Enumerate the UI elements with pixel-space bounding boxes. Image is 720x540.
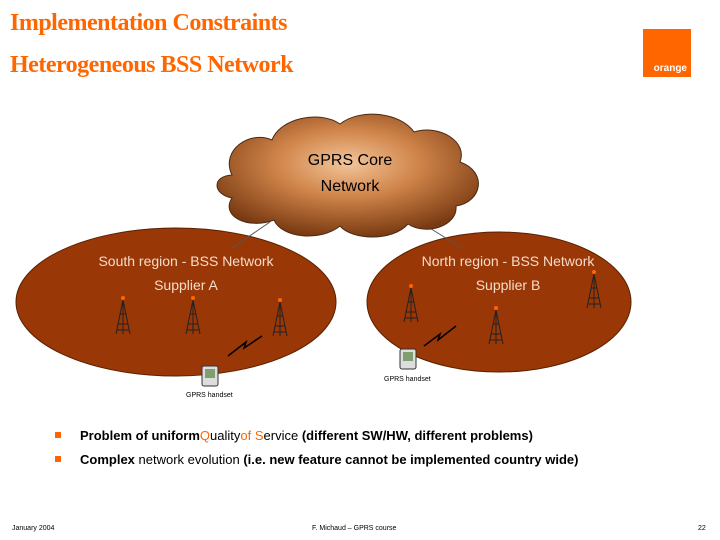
bullet-text: (i.e. new feature cannot be implemented … <box>239 451 579 467</box>
bts-antenna-icon <box>272 298 288 337</box>
bullet-text: Q <box>199 427 211 443</box>
radio-link-icon <box>423 325 457 347</box>
bts-antenna-icon <box>185 296 201 335</box>
core-network-cloud <box>216 113 479 238</box>
core-label-line2: Network <box>320 178 380 195</box>
south-label-line2: Supplier A <box>154 277 218 293</box>
footer-date: January 2004 <box>12 525 55 532</box>
bullet-text: S <box>254 427 264 443</box>
core-south-link <box>231 221 271 249</box>
bullet-text: ervice <box>263 427 299 443</box>
bullet-marker <box>55 432 61 438</box>
core-network-label: GPRS Core Network <box>260 148 440 200</box>
bullet-text: (different SW/HW, different problems) <box>298 427 533 443</box>
bullet-text: Problem of uniform <box>80 427 200 443</box>
bullet-text: of <box>240 427 252 443</box>
bullet-text: network <box>134 451 188 467</box>
footer-author: F. Michaud – GPRS course <box>312 525 397 532</box>
core-label-line1: GPRS Core <box>307 152 393 169</box>
page-number: 22 <box>698 525 706 532</box>
bullet-item: Complex network evolution (i.e. new feat… <box>55 450 578 468</box>
north-label-line1: North region - BSS Network <box>421 253 595 269</box>
gprs-handset-icon <box>399 348 417 370</box>
bullet-text: uality <box>210 427 241 443</box>
page-subtitle: Heterogeneous BSS Network <box>10 52 294 78</box>
bullet-marker <box>55 456 61 462</box>
north-region-ellipse <box>366 231 632 373</box>
bts-antenna-icon <box>586 270 602 309</box>
south-label-line1: South region - BSS Network <box>98 253 274 269</box>
gprs-handset-icon <box>201 365 219 387</box>
bts-antenna-icon <box>488 306 504 345</box>
radio-link-icon <box>227 335 263 357</box>
bts-antenna-icon <box>115 296 131 335</box>
page-title: Implementation Constraints <box>10 10 288 36</box>
bullet-text: Complex <box>80 451 135 467</box>
bullet-item: Problem of uniform Q uality of S ervice … <box>55 426 533 444</box>
south-region-label: South region - BSS Network Supplier A <box>70 249 302 297</box>
orange-logo-icon: orange <box>643 29 691 77</box>
bullet-text: evolution <box>187 451 240 467</box>
handset-label: GPRS handset <box>384 376 431 383</box>
handset-label: GPRS handset <box>186 392 233 399</box>
logo-text: orange <box>653 63 687 74</box>
bts-antenna-icon <box>403 284 419 323</box>
south-region-ellipse <box>15 227 337 377</box>
north-region-label: North region - BSS Network Supplier B <box>392 249 624 297</box>
north-label-line2: Supplier B <box>475 277 541 293</box>
